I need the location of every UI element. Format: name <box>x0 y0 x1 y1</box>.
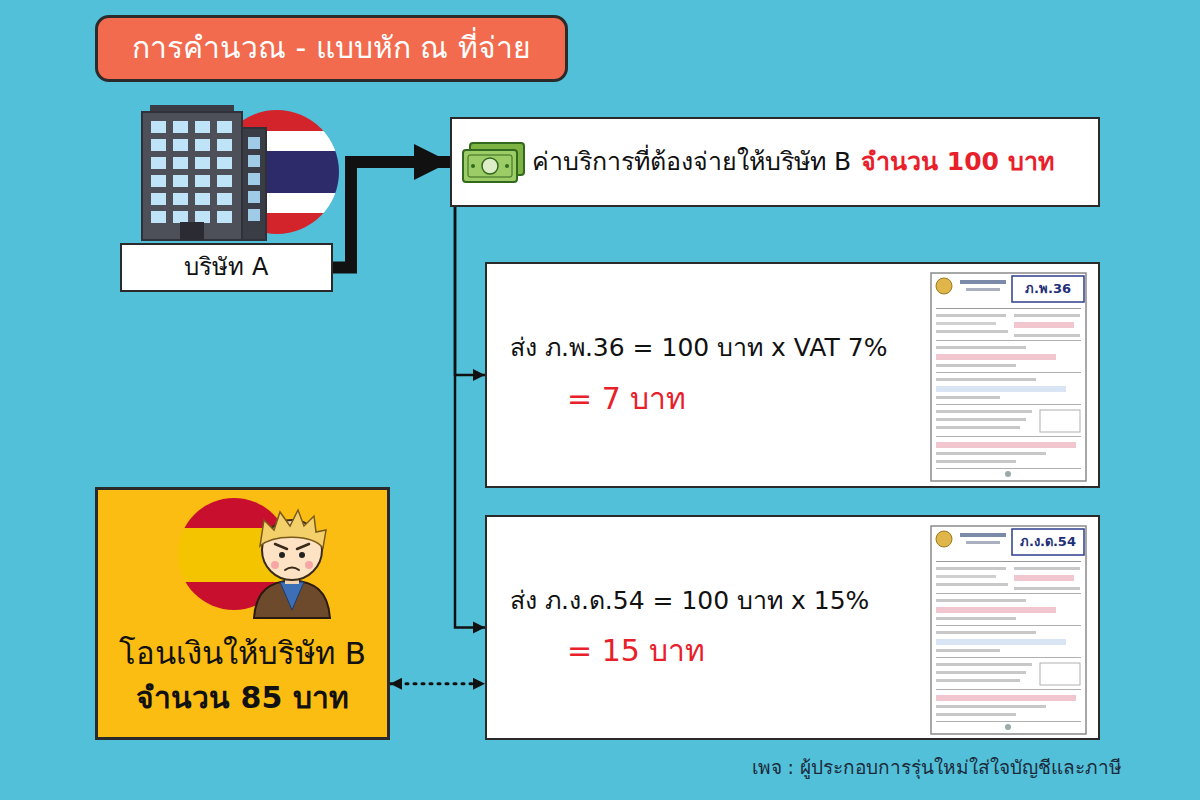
office-building <box>246 134 264 224</box>
transfer-text: โอนเงินให้บริษัท B <box>119 633 366 673</box>
form-code: ภ.ง.ด.54 <box>1012 529 1084 555</box>
cartoon-man <box>275 544 287 549</box>
service-fee-box: ค่าบริการที่ต้องจ่ายให้บริษัท B จำนวน 100… <box>450 117 1100 207</box>
dotted-arrow <box>390 682 485 685</box>
form-thumbnail <box>487 517 1102 742</box>
cartoon-man <box>285 568 299 571</box>
cartoon-man <box>271 561 279 569</box>
title-banner: การคำนวณ - แบบหัก ณ ที่จ่าย <box>95 15 568 82</box>
flow-arrow <box>333 162 450 268</box>
office-building <box>142 112 242 240</box>
form-thumbnail <box>487 264 1102 490</box>
transfer-box: โอนเงินให้บริษัท B จำนวน 85 บาท <box>95 487 390 740</box>
withholding-box: ส่ง ภ.ง.ด.54 = 100 บาท x 15% = 15 บาท <box>485 515 1100 740</box>
flow-arrow <box>455 207 485 628</box>
cartoon-man <box>299 552 305 558</box>
money-icon <box>505 164 509 168</box>
company-name: บริษัท A <box>184 252 268 283</box>
formula-text: ส่ง ภ.พ.36 = 100 บาท x VAT 7% <box>510 332 887 365</box>
cartoon-man <box>254 510 330 618</box>
cartoon-man <box>260 510 326 548</box>
result-text: = 7 บาท <box>567 379 686 418</box>
form-code: ภ.พ.36 <box>1012 276 1084 302</box>
office-building <box>242 128 266 240</box>
flow-arrow <box>455 207 485 375</box>
form-thumbnail <box>931 273 1086 481</box>
amount-text: จำนวน 100 บาท <box>861 146 1054 179</box>
cartoon-man <box>254 580 330 618</box>
money-icon <box>463 150 517 182</box>
money-icon <box>482 158 498 174</box>
result-text: = 15 บาท <box>567 631 705 670</box>
money-icon <box>468 155 512 177</box>
cartoon-man <box>280 582 304 610</box>
company-box: บริษัท A <box>120 243 333 292</box>
office-building <box>148 118 236 226</box>
form-thumbnail <box>931 526 1086 734</box>
source-caption: เพจ : ผู้ประกอบการรุ่นใหม่ใส่ใจบัญชีและภ… <box>752 755 1122 780</box>
cartoon-man <box>305 561 313 569</box>
formula-text: ส่ง ภ.ง.ด.54 = 100 บาท x 15% <box>510 585 869 618</box>
cartoon-man <box>279 552 285 558</box>
amount-text: จำนวน 85 บาท <box>136 678 349 717</box>
office-building <box>180 222 204 240</box>
money-icon <box>452 119 532 205</box>
vat-box: ส่ง ภ.พ.36 = 100 บาท x VAT 7% = 7 บาท <box>485 262 1100 488</box>
cartoon-man <box>297 544 309 549</box>
fee-text: ค่าบริการที่ต้องจ่ายให้บริษัท B <box>532 146 851 179</box>
office-building <box>142 105 266 240</box>
money-icon <box>471 164 475 168</box>
